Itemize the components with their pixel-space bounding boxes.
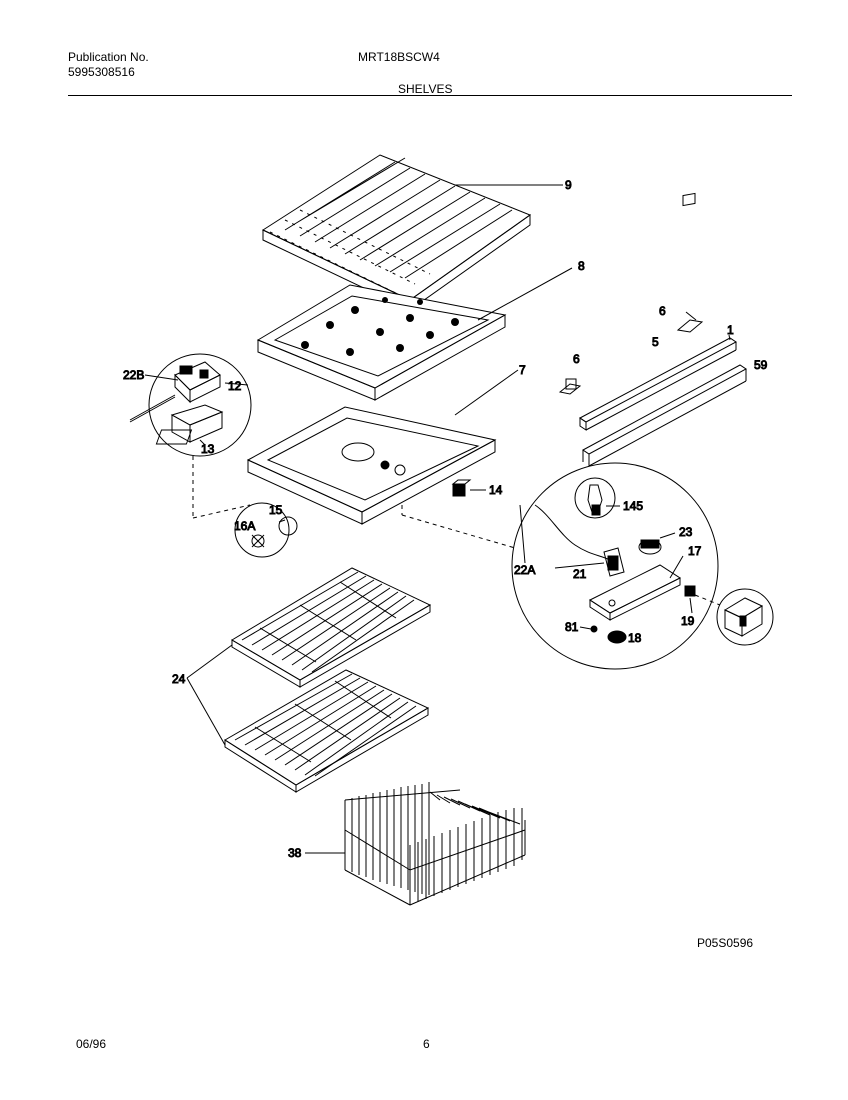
- callout-16a: 16A: [234, 519, 255, 533]
- section-title: SHELVES: [398, 82, 453, 96]
- rail-clip-part-6-right: [676, 192, 704, 333]
- callout-labels: 9 8 7 6 5 1 59 6 22B 12 13 14 145 15 16A…: [123, 178, 769, 861]
- shelf-rail-part-1: [579, 337, 737, 431]
- callout-17: 17: [688, 544, 702, 558]
- callout-6-left: 6: [573, 352, 580, 366]
- callout-21: 21: [573, 567, 587, 581]
- model-number: MRT18BSCW4: [358, 50, 440, 64]
- publication-label: Publication No.: [68, 50, 149, 64]
- callout-9: 9: [565, 178, 572, 192]
- callout-19: 19: [681, 614, 695, 628]
- callout-7: 7: [519, 363, 526, 377]
- callout-14: 14: [489, 483, 503, 497]
- rail-clip-part-6-left: [558, 378, 582, 395]
- callout-145: 145: [623, 499, 643, 513]
- publication-date: 06/96: [76, 1037, 107, 1051]
- callout-8: 8: [578, 259, 585, 273]
- leader-lines: [144, 184, 731, 854]
- callout-81: 81: [565, 620, 579, 634]
- evaporator-cover-part-8: [256, 284, 507, 401]
- freezer-shelf-part-9: [261, 154, 532, 311]
- callout-22a: 22A: [514, 563, 535, 577]
- switch-part-14: [451, 479, 472, 497]
- control-detail-circle: [129, 353, 252, 457]
- callout-59: 59: [754, 358, 768, 372]
- figure-code: P05S0596: [697, 936, 754, 950]
- header-rule: [68, 95, 792, 96]
- callout-6-right: 6: [659, 304, 666, 318]
- page-number: 6: [423, 1037, 430, 1051]
- switch-detail-circle: [716, 588, 774, 646]
- callout-22b: 22B: [123, 368, 144, 382]
- freezer-floor-part-7: [155, 406, 497, 525]
- callout-24: 24: [172, 672, 186, 686]
- shelf-rail-part-59: [582, 364, 747, 467]
- connector-lines: [192, 456, 721, 606]
- wire-shelf-upper-part-24: [231, 567, 432, 688]
- grille-part-38: [344, 782, 526, 906]
- callout-13: 13: [201, 442, 215, 456]
- callout-15: 15: [269, 503, 283, 517]
- wire-shelf-lower-part-24: [224, 669, 430, 793]
- callout-5: 5: [652, 335, 659, 349]
- light-socket-detail-circle: [234, 502, 298, 558]
- callout-18: 18: [628, 631, 642, 645]
- callout-1: 1: [727, 323, 734, 337]
- light-housing-detail-circle: [511, 462, 719, 670]
- callout-12: 12: [228, 379, 242, 393]
- callout-38: 38: [288, 846, 302, 860]
- publication-number: 5995308516: [68, 65, 135, 79]
- callout-23: 23: [679, 525, 693, 539]
